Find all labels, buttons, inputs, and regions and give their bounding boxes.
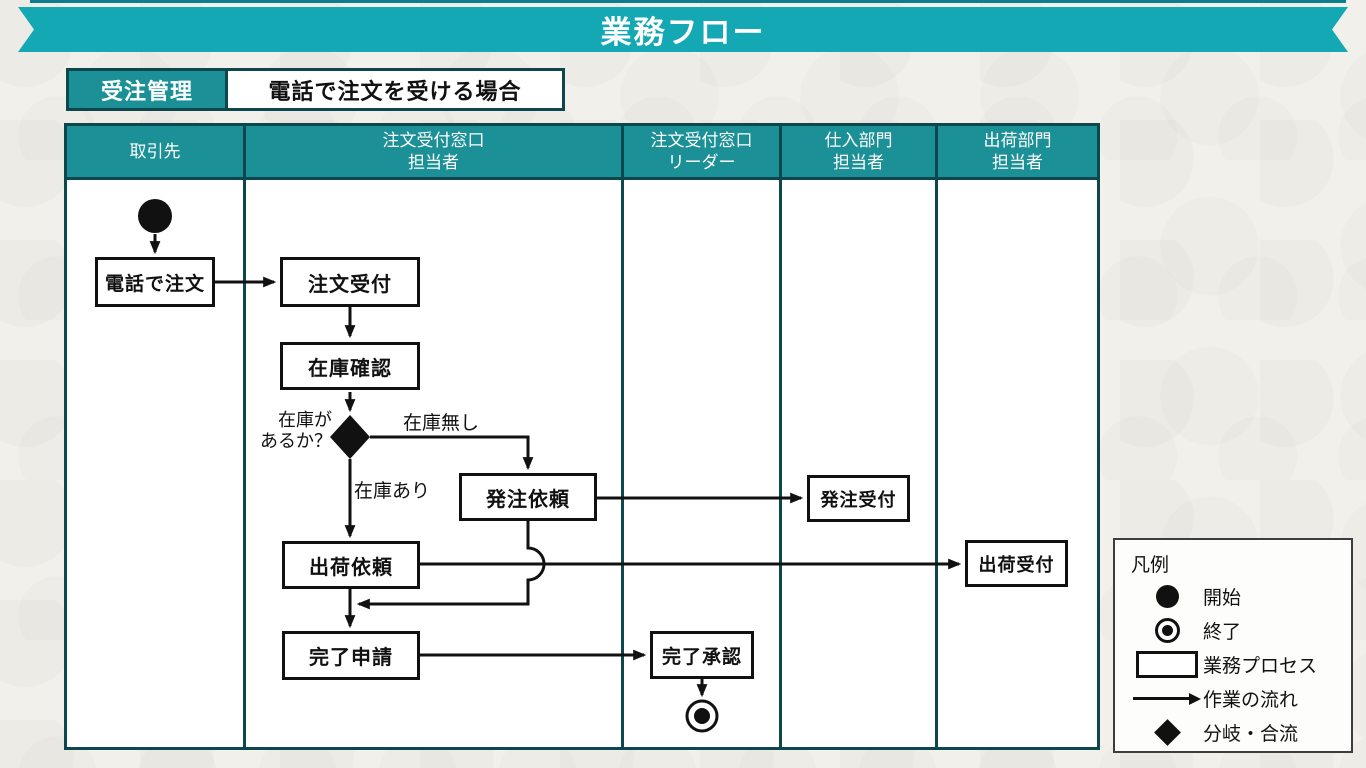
lane-header-reception-leader: 注文受付窓口 リーダー bbox=[624, 126, 779, 180]
case-title-box: 電話で注文を受ける場合 bbox=[228, 68, 565, 111]
page-title: 業務フロー bbox=[600, 15, 766, 50]
legend-item-diamond: 分岐・合流 bbox=[1131, 719, 1351, 746]
label-decision-question: 在庫が あるか？ bbox=[246, 410, 332, 452]
node-label: 完了申請 bbox=[309, 647, 393, 669]
case-label: 電話で注文を受ける場合 bbox=[268, 78, 522, 104]
category-label: 受注管理 bbox=[100, 78, 193, 104]
lane-purchasing-staff: 仕入部門 担当者 bbox=[782, 126, 938, 747]
flow-arrow-icon bbox=[1133, 692, 1201, 705]
category-badge: 受注管理 bbox=[66, 68, 228, 111]
lane-header-line: 注文受付窓口 bbox=[382, 130, 485, 150]
legend-item-label: 開始 bbox=[1203, 588, 1242, 609]
ship-request-node: 出荷依頼 bbox=[282, 541, 420, 589]
lane-header-line: 取引先 bbox=[129, 141, 181, 161]
branch-diamond-icon bbox=[1153, 719, 1181, 746]
phone-order-node: 電話で注文 bbox=[95, 257, 215, 307]
legend-item-label: 業務プロセス bbox=[1203, 656, 1318, 677]
decision-question-line: あるか？ bbox=[260, 431, 332, 451]
node-label: 注文受付 bbox=[308, 273, 392, 296]
lane-header-line: 注文受付窓口 bbox=[650, 130, 753, 150]
start-circle-icon bbox=[1155, 585, 1179, 608]
lane-client: 取引先 bbox=[67, 126, 246, 747]
node-label: 出荷受付 bbox=[978, 554, 1055, 575]
legend-title: 凡例 bbox=[1131, 555, 1170, 576]
node-label: 電話で注文 bbox=[104, 273, 205, 295]
label-has-stock: 在庫あり bbox=[354, 481, 431, 502]
lane-header-purchasing-staff: 仕入部門 担当者 bbox=[782, 126, 935, 180]
top-border-line bbox=[30, 0, 1346, 3]
completion-apply-node: 完了申請 bbox=[282, 631, 420, 680]
legend-item-arrow: 作業の流れ bbox=[1131, 685, 1351, 712]
node-label: 発注依頼 bbox=[486, 488, 570, 511]
end-circle-icon bbox=[1154, 618, 1180, 643]
swimlane-table: 取引先 注文受付窓口 担当者 注文受付窓口 リーダー 仕入部門 担当者 bbox=[64, 123, 1100, 750]
lane-shipping-staff: 出荷部門 担当者 bbox=[938, 126, 1097, 747]
completion-approve-node: 完了承認 bbox=[650, 631, 754, 679]
lane-header-shipping-staff: 出荷部門 担当者 bbox=[938, 126, 1097, 180]
lane-header-line: 出荷部門 bbox=[983, 130, 1052, 150]
label-no-stock: 在庫無し bbox=[403, 413, 480, 434]
order-request-node: 発注依頼 bbox=[459, 473, 597, 521]
lane-body-purchasing-staff bbox=[782, 180, 935, 747]
lane-header-line: 仕入部門 bbox=[824, 130, 893, 150]
node-label: 完了承認 bbox=[661, 646, 742, 668]
decision-question-line: 在庫が bbox=[278, 410, 332, 430]
node-label: 出荷依頼 bbox=[309, 556, 393, 579]
legend-item-label: 終了 bbox=[1203, 622, 1242, 643]
lane-header-client: 取引先 bbox=[67, 126, 243, 180]
po-reception-node: 発注受付 bbox=[807, 475, 910, 522]
legend-box: 凡例 開始 終了 業務プロセス 作業の流れ 分岐・合流 bbox=[1113, 538, 1353, 753]
title-ribbon: 業務フロー bbox=[18, 7, 1348, 52]
node-label: 在庫確認 bbox=[308, 357, 392, 380]
lane-header-line: リーダー bbox=[667, 152, 736, 172]
lane-reception-leader: 注文受付窓口 リーダー bbox=[624, 126, 782, 747]
node-label: 発注受付 bbox=[820, 489, 897, 510]
lane-header-line: 担当者 bbox=[408, 152, 459, 172]
lane-body-shipping-staff bbox=[938, 180, 1097, 747]
order-reception-node: 注文受付 bbox=[280, 257, 420, 307]
legend-item-end: 終了 bbox=[1131, 617, 1351, 644]
process-rect-icon bbox=[1136, 651, 1198, 678]
legend-item-label: 分岐・合流 bbox=[1203, 724, 1299, 745]
end-circle-core bbox=[1161, 625, 1173, 636]
legend-item-label: 作業の流れ bbox=[1203, 690, 1299, 711]
ship-reception-node: 出荷受付 bbox=[965, 540, 1068, 587]
lane-header-line: 担当者 bbox=[833, 152, 884, 172]
stock-check-node: 在庫確認 bbox=[280, 342, 420, 390]
legend-item-process: 業務プロセス bbox=[1131, 651, 1351, 678]
subtitle-bar: 受注管理 電話で注文を受ける場合 bbox=[66, 68, 565, 111]
lane-header-line: 担当者 bbox=[992, 152, 1043, 172]
lane-reception-staff: 注文受付窓口 担当者 bbox=[246, 126, 624, 747]
legend-item-start: 開始 bbox=[1131, 583, 1351, 610]
lane-header-reception-staff: 注文受付窓口 担当者 bbox=[246, 126, 621, 180]
